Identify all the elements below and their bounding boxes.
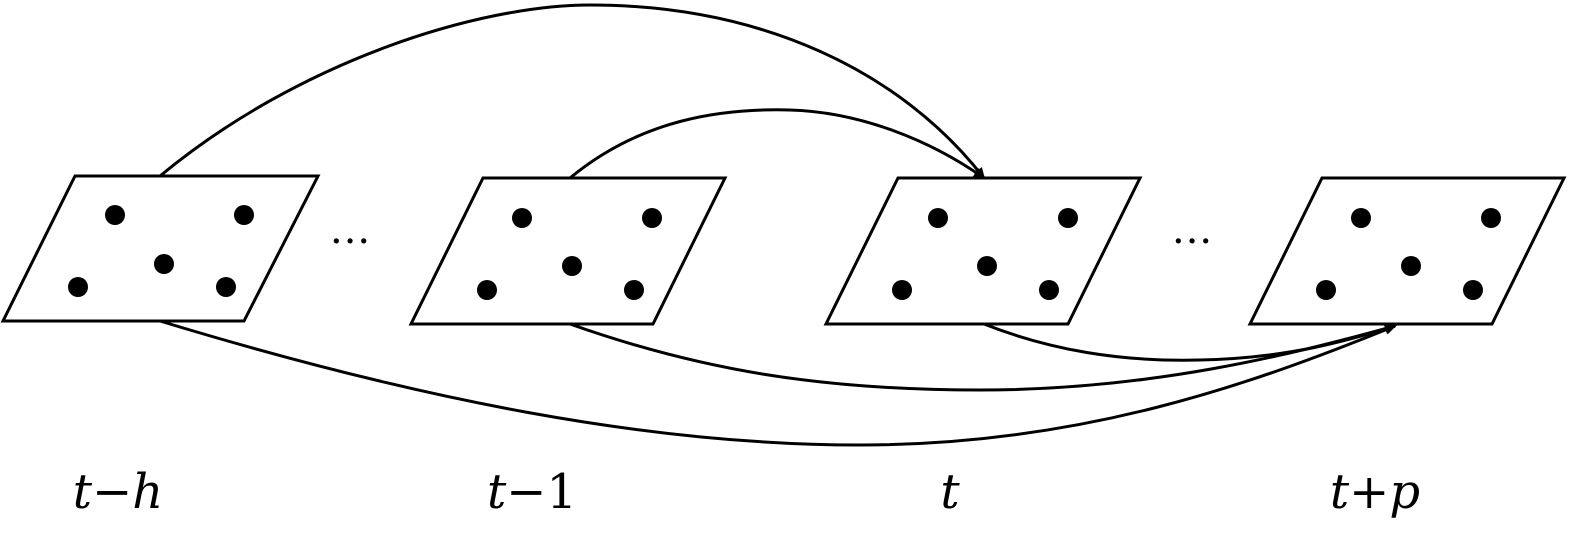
label-t-1: t−1 (472, 462, 592, 522)
dot (642, 208, 662, 228)
label-t-1-post: 1 (546, 464, 578, 520)
dot (624, 280, 644, 300)
label-t+p-pre: t (1329, 464, 1350, 520)
dot (1058, 208, 1078, 228)
label-t-pre: t (940, 464, 960, 520)
label-t+p-post: p (1389, 464, 1421, 520)
dot (1039, 280, 1059, 300)
dot (892, 280, 912, 300)
frame-t-h (0, 174, 321, 323)
frame-t-1-shape (408, 176, 728, 326)
ellipsis-left: ··· (330, 219, 372, 265)
dot (68, 277, 88, 297)
dot (216, 277, 236, 297)
dot (1316, 280, 1336, 300)
dot (154, 254, 174, 274)
label-t+p: t+p (1315, 462, 1435, 522)
label-t-h-post: h (132, 464, 164, 520)
label-t-1-op: − (506, 464, 547, 520)
label-t-h-pre: t (72, 464, 93, 520)
arrow-t-h-to-t (159, 3, 986, 180)
label-t: t (890, 462, 1010, 522)
dot (1463, 280, 1483, 300)
label-t-h-op: − (92, 464, 133, 520)
dot (105, 205, 125, 225)
arrow-t-1-to-t+p (569, 322, 1397, 392)
dot (562, 256, 582, 276)
label-t-1-pre: t (486, 464, 507, 520)
dot (477, 280, 497, 300)
label-t-h: t−h (58, 462, 178, 522)
ellipsis-right: ··· (1172, 219, 1214, 265)
dot (977, 256, 997, 276)
frame-t (823, 176, 1143, 326)
dot (1351, 208, 1371, 228)
dot (1401, 256, 1421, 276)
frame-t-1 (408, 176, 728, 326)
dot (1481, 208, 1501, 228)
frame-t+p (1247, 176, 1567, 326)
dot (928, 208, 948, 228)
frame-t+p-shape (1247, 176, 1567, 326)
arrow-t-h-to-t+p (159, 319, 1397, 447)
dot (234, 205, 254, 225)
frame-t-h-shape (0, 174, 321, 323)
arrow-t-1-to-t (569, 108, 986, 180)
dot (512, 208, 532, 228)
frame-t-shape (823, 176, 1143, 326)
label-t+p-op: + (1349, 464, 1390, 520)
arrow-t-to-t+p (983, 322, 1397, 362)
